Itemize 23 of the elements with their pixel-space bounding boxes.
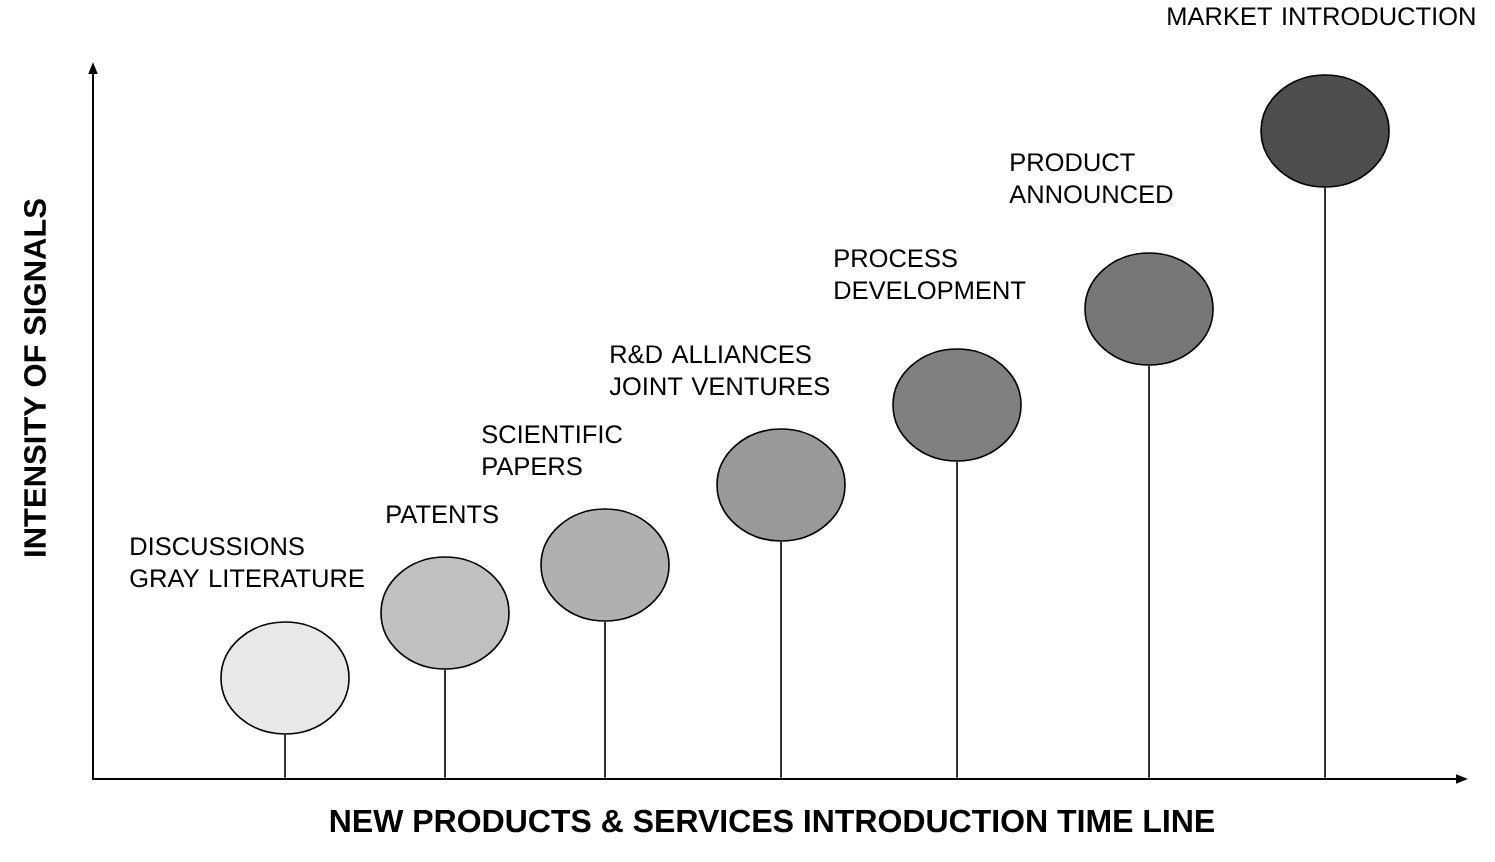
stage-label: DISCUSSIONS GRAY LITERATURE — [130, 537, 364, 588]
stage-label: R&D ALLIANCES JOINT VENTURES — [609, 345, 830, 396]
stage-label: MARKET INTRODUCTION — [1168, 7, 1475, 26]
stem-line — [444, 669, 446, 779]
circle — [220, 621, 350, 735]
stem-line — [1324, 187, 1326, 779]
stage-label: PROCESS DEVELOPMENT — [835, 249, 1026, 300]
axis-title: INTENSITY OF SIGNALS — [24, 199, 46, 556]
stage-label: PATENTS — [387, 505, 498, 524]
stage-label: PRODUCT ANNOUNCED — [1009, 153, 1173, 204]
stem-line — [284, 734, 286, 779]
stage-label: SCIENTIFIC PAPERS — [482, 425, 622, 476]
circle — [892, 348, 1022, 462]
stem-line — [780, 541, 782, 779]
stem-line — [956, 461, 958, 779]
stem-line — [1148, 365, 1150, 779]
stem-line — [604, 621, 606, 779]
circle — [716, 428, 846, 542]
circle — [380, 556, 510, 670]
circle — [1084, 252, 1214, 366]
circle — [540, 508, 670, 622]
circle — [1260, 74, 1390, 188]
axis-title: NEW PRODUCTS & SERVICES INTRODUCTION TIME LINE — [330, 809, 1214, 833]
